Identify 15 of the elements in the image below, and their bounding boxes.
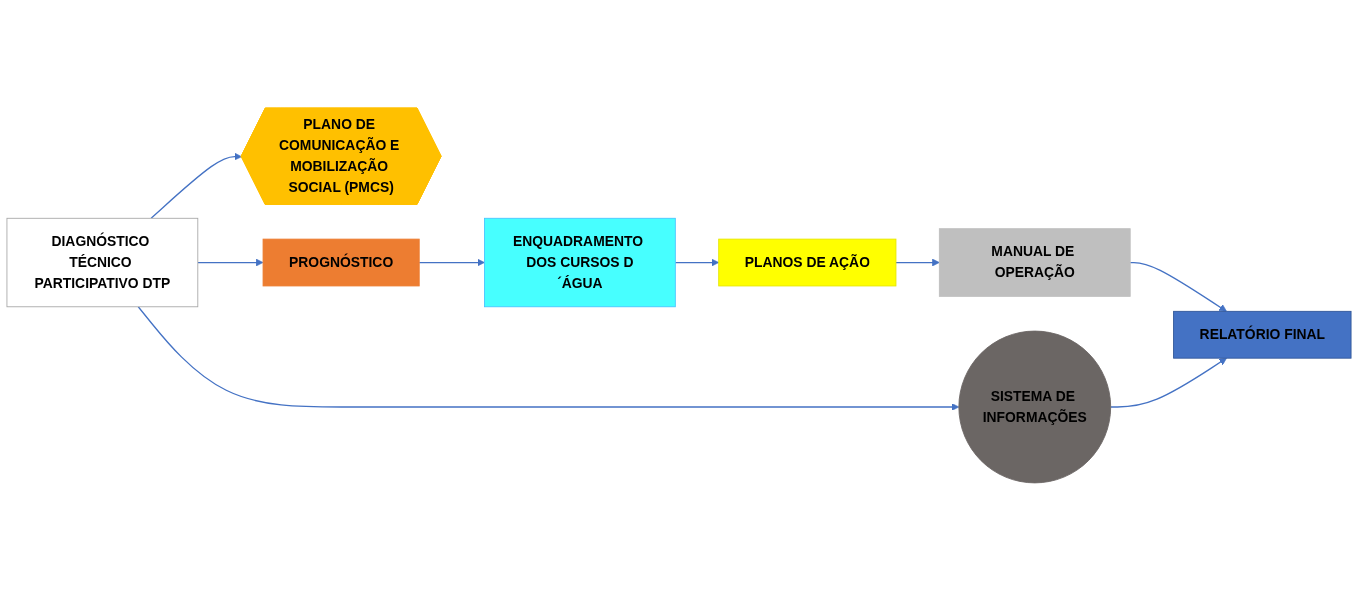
- arrow: [137, 306, 960, 411]
- arrow: [197, 258, 264, 267]
- node-circle: SISTEMA DE INFORMAÇÕES: [958, 330, 1112, 484]
- arrow: [674, 258, 720, 267]
- arrow: [1129, 261, 1227, 312]
- node-box: PLANOS DE AÇÃO: [718, 238, 897, 287]
- node-box: RELATÓRIO FINAL: [1173, 310, 1352, 359]
- arrow: [418, 258, 485, 267]
- node-box: PROGNÓSTICO: [262, 238, 420, 287]
- arrow: [150, 152, 242, 219]
- node-box: DIAGNÓSTICO TÉCNICO PARTICIPATIVO DTP: [6, 217, 199, 308]
- node-box: ENQUADRAMENTO DOS CURSOS D´ÁGUA: [484, 217, 676, 308]
- arrow: [1110, 357, 1227, 408]
- node-box: MANUAL DE OPERAÇÃO: [938, 228, 1131, 297]
- arrow: [895, 258, 940, 267]
